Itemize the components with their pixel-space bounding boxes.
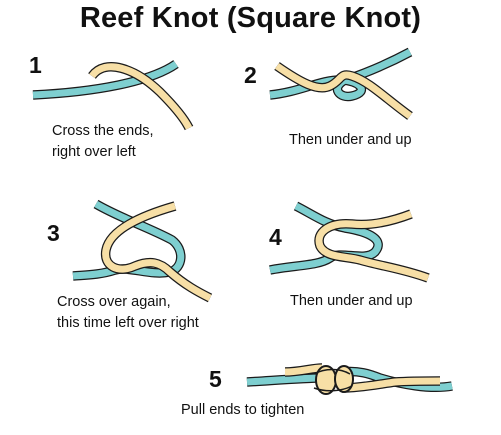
step-2-caption-line-1: Then under and up (289, 132, 412, 148)
step-4-illustration (269, 201, 430, 283)
step-4-caption-line-1: Then under and up (290, 293, 413, 309)
step-1-caption-line-1: Cross the ends, (52, 123, 154, 139)
step-1-number: 1 (29, 52, 42, 78)
step-1-caption-line-2: right over left (52, 144, 136, 160)
step-1-caption: Cross the ends, right over left (52, 121, 154, 163)
step-4-caption: Then under and up (290, 291, 413, 312)
step-3-illustration (72, 199, 213, 303)
step-3-caption: Cross over again, this time left over ri… (57, 292, 199, 334)
step-3-caption-line-2: this time left over right (57, 315, 199, 331)
step-2-caption: Then under and up (289, 130, 412, 151)
step-3-number: 3 (47, 220, 60, 246)
step-3-caption-line-1: Cross over again, (57, 294, 171, 310)
step-2-number: 2 (244, 62, 257, 88)
step-5-caption-line-1: Pull ends to tighten (181, 402, 305, 418)
diagram-title: Reef Knot (Square Knot) (79, 2, 422, 34)
step-5-illustration (246, 363, 453, 395)
step-5-caption: Pull ends to tighten (181, 400, 304, 421)
step-5-number: 5 (209, 366, 222, 392)
step-4-number: 4 (269, 224, 282, 250)
step-1-illustration (32, 60, 194, 131)
step-2-illustration (269, 47, 413, 120)
